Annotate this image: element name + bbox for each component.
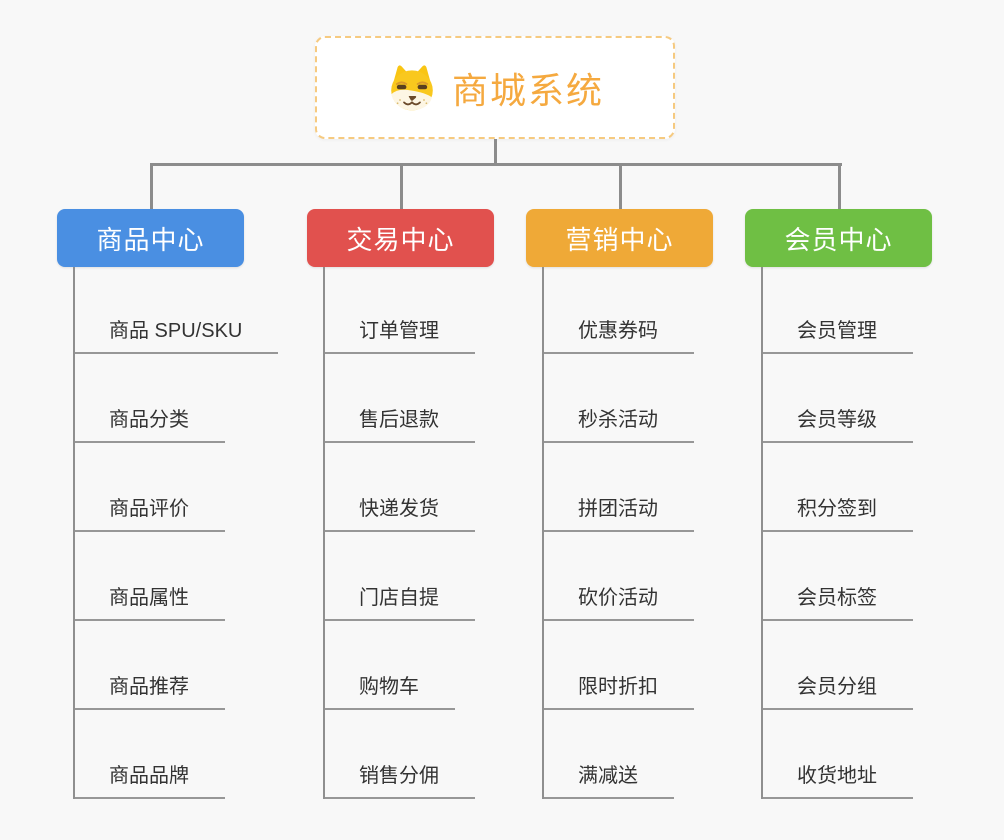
dog-face-icon — [386, 64, 438, 112]
branch-column: 会员管理会员等级积分签到会员标签会员分组收货地址 — [761, 267, 913, 799]
branch-item[interactable]: 会员等级 — [763, 407, 913, 443]
branch-column: 优惠券码秒杀活动拼团活动砍价活动限时折扣满减送 — [542, 267, 694, 799]
branch-item[interactable]: 订单管理 — [325, 318, 475, 354]
branch-item[interactable]: 售后退款 — [325, 407, 475, 443]
branch-item[interactable]: 商品评价 — [75, 496, 225, 532]
branch-column: 商品 SPU/SKU 商品分类商品评价商品属性商品推荐商品品牌 — [73, 267, 279, 799]
connector-line — [150, 163, 153, 209]
branch-item[interactable]: 砍价活动 — [544, 585, 694, 621]
branch-header[interactable]: 商品中心 — [57, 209, 244, 267]
branch-item[interactable]: 会员分组 — [763, 674, 913, 710]
branch-item[interactable]: 门店自提 — [325, 585, 475, 621]
root-node[interactable]: 商城系统 — [315, 36, 675, 139]
branch-item[interactable]: 限时折扣 — [544, 674, 694, 710]
branch-header[interactable]: 交易中心 — [307, 209, 494, 267]
branch-item[interactable]: 快递发货 — [325, 496, 475, 532]
connector-line — [400, 163, 403, 209]
branch-item[interactable]: 商品分类 — [75, 407, 225, 443]
branch-header[interactable]: 会员中心 — [745, 209, 932, 267]
branch-item[interactable]: 会员标签 — [763, 585, 913, 621]
connector-line — [619, 163, 622, 209]
branch-item[interactable]: 商品推荐 — [75, 674, 225, 710]
connector-line — [838, 163, 841, 209]
branch-item[interactable]: 优惠券码 — [544, 318, 694, 354]
branch-column: 订单管理售后退款快递发货门店自提购物车销售分佣 — [323, 267, 475, 799]
branch-item[interactable]: 秒杀活动 — [544, 407, 694, 443]
branch-item[interactable]: 商品品牌 — [75, 763, 225, 799]
branch-item[interactable]: 商品属性 — [75, 585, 225, 621]
branch-item[interactable]: 销售分佣 — [325, 763, 475, 799]
branch-header[interactable]: 营销中心 — [526, 209, 713, 267]
root-title: 商城系统 — [451, 69, 604, 111]
branch-item[interactable]: 商品 SPU/SKU — [75, 318, 279, 354]
branch-item[interactable]: 购物车 — [325, 674, 455, 710]
connector-line — [494, 139, 497, 166]
connector-line — [151, 163, 842, 166]
branch-item[interactable]: 拼团活动 — [544, 496, 694, 532]
branch-item[interactable]: 会员管理 — [763, 318, 913, 354]
branch-item[interactable]: 积分签到 — [763, 496, 913, 532]
branch-item[interactable]: 满减送 — [544, 763, 674, 799]
branch-item[interactable]: 收货地址 — [763, 763, 913, 799]
